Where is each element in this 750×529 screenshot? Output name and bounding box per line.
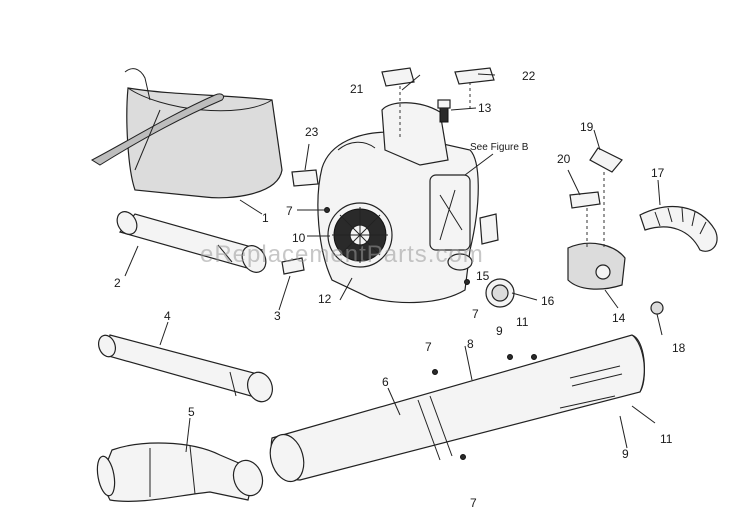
- long-vacuum-tube: [269, 334, 645, 483]
- callout-17: 17: [651, 166, 665, 180]
- debris-bag: [90, 68, 283, 199]
- label-21: [381, 67, 415, 87]
- callout-22: 22: [522, 69, 536, 83]
- throttle-housing-14: [567, 242, 626, 290]
- screws: [324, 207, 537, 460]
- see-figure-b-note: See Figure B: [470, 142, 529, 153]
- callout-7b: 7: [472, 307, 479, 321]
- knob-18: [650, 301, 664, 315]
- callout-1: 1: [262, 211, 269, 225]
- callout-23: 23: [305, 125, 319, 139]
- blower-tube-short: [116, 211, 267, 273]
- spark-plug-13: [437, 99, 451, 123]
- callout-19: 19: [580, 120, 594, 134]
- callout-4: 4: [164, 309, 171, 323]
- callout-7c: 7: [425, 340, 432, 354]
- callout-13: 13: [478, 101, 492, 115]
- callout-15: 15: [476, 269, 490, 283]
- nozzle: [96, 442, 264, 502]
- side-tag: [479, 213, 499, 245]
- callout-20: 20: [557, 152, 571, 166]
- callout-9b: 9: [622, 447, 629, 461]
- label-3: [281, 257, 305, 275]
- callout-10: 10: [292, 231, 306, 245]
- label-23: [291, 169, 319, 187]
- callout-9a: 9: [496, 324, 503, 338]
- callout-7d: 7: [470, 496, 477, 510]
- cap-16: [485, 278, 515, 308]
- watermark-text: eReplacementParts.com: [200, 241, 484, 268]
- callout-12: 12: [318, 292, 332, 306]
- callout-21: 21: [350, 82, 364, 96]
- callout-2: 2: [114, 276, 121, 290]
- callout-3: 3: [274, 309, 281, 323]
- callout-18: 18: [672, 341, 686, 355]
- callout-5: 5: [188, 405, 195, 419]
- label-22: [454, 67, 495, 85]
- blower-engine-housing: [317, 102, 479, 304]
- callout-14: 14: [612, 311, 626, 325]
- leader-lines: [124, 73, 663, 453]
- callout-7a: 7: [286, 204, 293, 218]
- callout-16: 16: [541, 294, 555, 308]
- callout-8: 8: [467, 337, 474, 351]
- label-19: [589, 147, 623, 173]
- flex-hose-17: [639, 206, 718, 252]
- assembly-guide-lines: [399, 82, 605, 250]
- callout-11a: 11: [516, 315, 529, 329]
- callout-11b: 11: [660, 432, 673, 446]
- callout-6: 6: [382, 375, 389, 389]
- label-20: [569, 191, 601, 209]
- extension-tube: [97, 334, 273, 403]
